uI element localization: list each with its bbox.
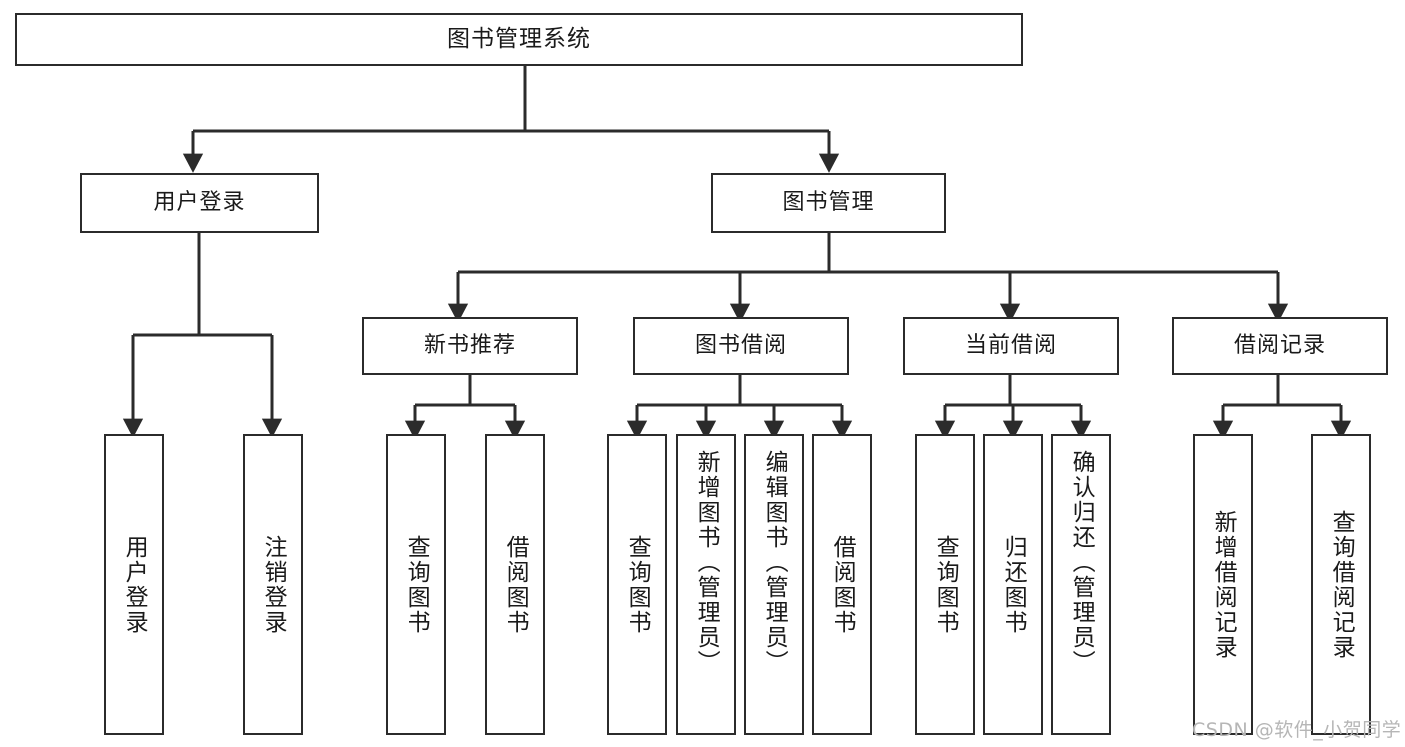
node-borrow-record[interactable]: 借阅记录 — [1172, 317, 1388, 375]
node-leaf-borrow-book-2[interactable]: 借阅图书 — [812, 434, 872, 735]
node-user-login-label: 用户登录 — [153, 190, 246, 216]
node-leaf-query-book-2[interactable]: 查询图书 — [607, 434, 667, 735]
node-current-borrow-label: 当前借阅 — [964, 333, 1057, 359]
node-leaf-add-record-label: 新增借阅记录 — [1210, 509, 1237, 660]
node-leaf-edit-book[interactable]: 编辑图书（管理员） — [744, 434, 804, 735]
node-leaf-confirm-return[interactable]: 确认归还（管理员） — [1051, 434, 1111, 735]
node-leaf-query-book-1-label: 查询图书 — [403, 534, 430, 635]
node-leaf-query-book-2-label: 查询图书 — [624, 534, 651, 635]
node-borrow-record-label: 借阅记录 — [1233, 333, 1326, 359]
node-leaf-query-record[interactable]: 查询借阅记录 — [1311, 434, 1371, 735]
node-leaf-query-book-3[interactable]: 查询图书 — [915, 434, 975, 735]
node-leaf-confirm-return-label: 确认归还（管理员） — [1068, 450, 1095, 675]
node-leaf-user-login[interactable]: 用户登录 — [104, 434, 164, 735]
node-leaf-borrow-book-2-label: 借阅图书 — [829, 534, 856, 635]
node-book-management[interactable]: 图书管理 — [711, 173, 946, 233]
node-leaf-borrow-book-1[interactable]: 借阅图书 — [485, 434, 545, 735]
node-leaf-query-book-3-label: 查询图书 — [932, 534, 959, 635]
node-leaf-query-record-label: 查询借阅记录 — [1328, 509, 1355, 660]
node-leaf-logout-login[interactable]: 注销登录 — [243, 434, 303, 735]
node-book-management-label: 图书管理 — [782, 190, 875, 216]
node-book-borrow[interactable]: 图书借阅 — [633, 317, 849, 375]
node-leaf-add-record[interactable]: 新增借阅记录 — [1193, 434, 1253, 735]
node-user-login[interactable]: 用户登录 — [80, 173, 319, 233]
node-new-book-recommend-label: 新书推荐 — [423, 333, 516, 359]
node-root-system[interactable]: 图书管理系统 — [15, 13, 1023, 66]
node-root-system-label: 图书管理系统 — [447, 25, 591, 52]
node-leaf-add-book-label: 新增图书（管理员） — [693, 450, 720, 675]
node-leaf-add-book[interactable]: 新增图书（管理员） — [676, 434, 736, 735]
node-leaf-user-login-label: 用户登录 — [121, 534, 148, 635]
csdn-watermark: CSDN @软件_小贺同学 — [1192, 719, 1402, 741]
node-new-book-recommend[interactable]: 新书推荐 — [362, 317, 578, 375]
node-book-borrow-label: 图书借阅 — [694, 333, 787, 359]
node-leaf-edit-book-label: 编辑图书（管理员） — [761, 450, 788, 675]
node-leaf-logout-login-label: 注销登录 — [260, 534, 287, 635]
node-leaf-return-book[interactable]: 归还图书 — [983, 434, 1043, 735]
node-leaf-borrow-book-1-label: 借阅图书 — [502, 534, 529, 635]
node-leaf-return-book-label: 归还图书 — [1000, 534, 1027, 635]
node-current-borrow[interactable]: 当前借阅 — [903, 317, 1119, 375]
node-leaf-query-book-1[interactable]: 查询图书 — [386, 434, 446, 735]
